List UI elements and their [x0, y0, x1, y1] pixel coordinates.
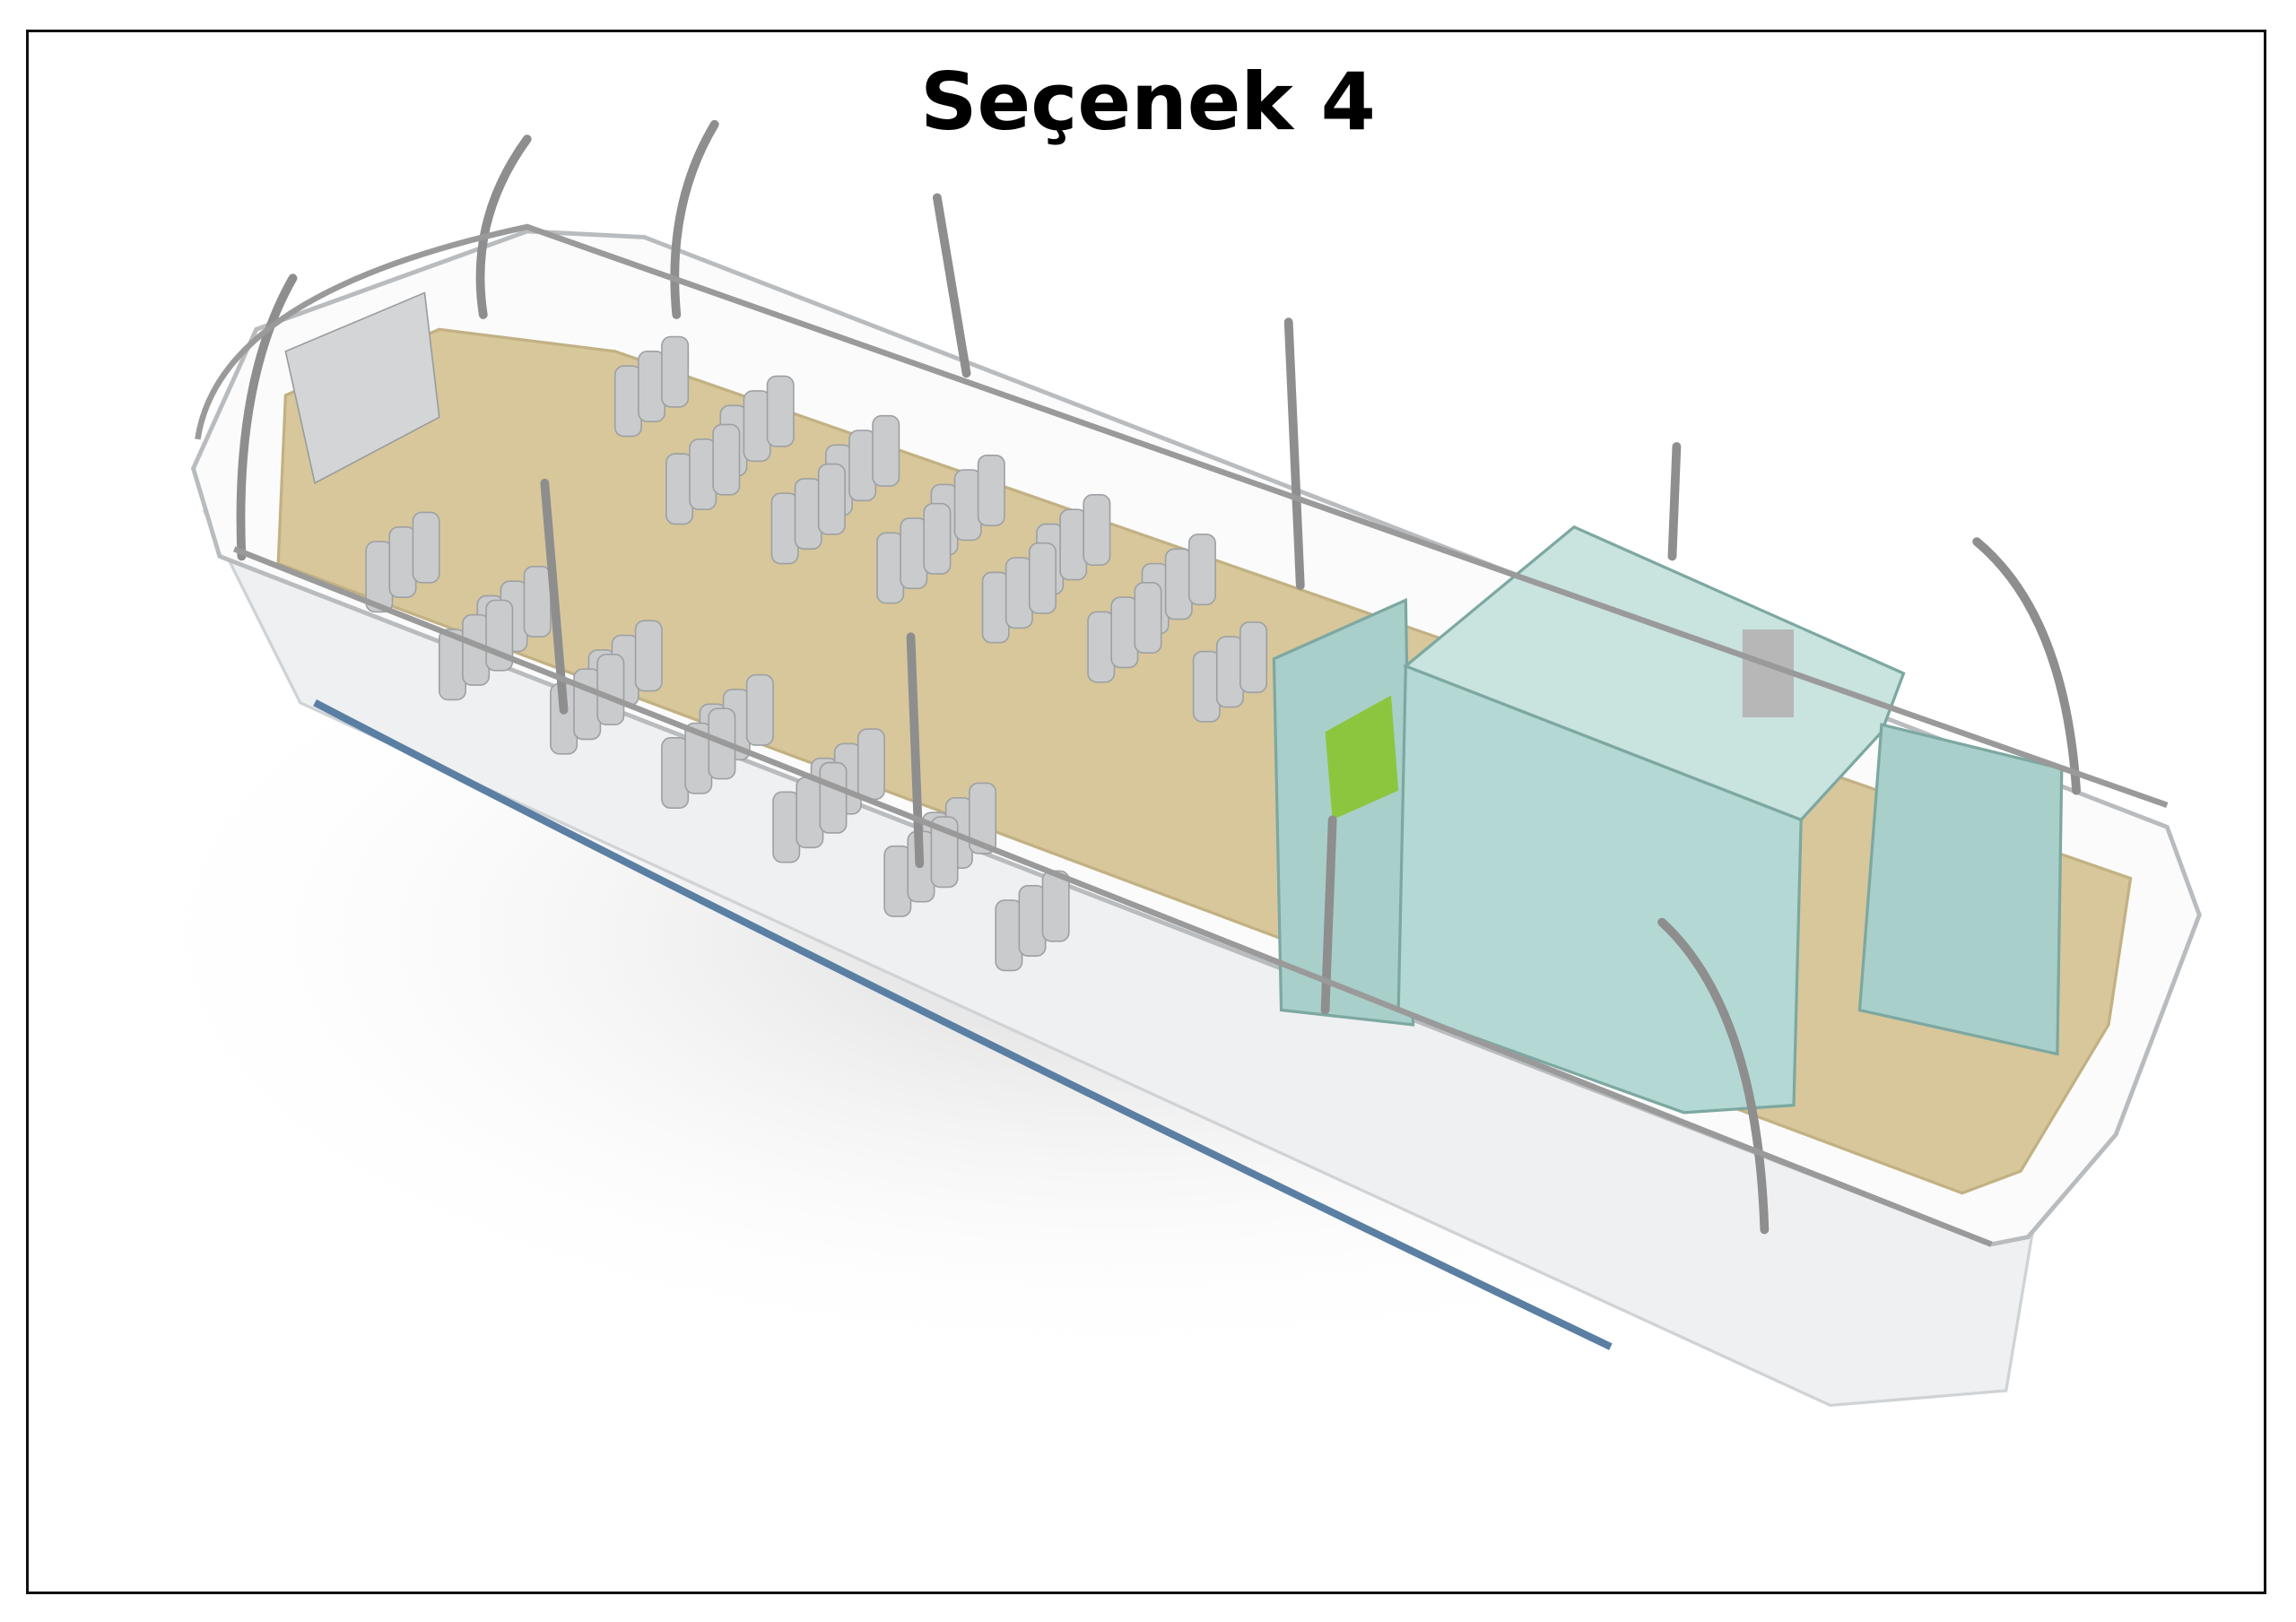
passenger-seat [573, 668, 602, 741]
passenger-seat [743, 390, 771, 463]
passenger-seat [1215, 636, 1244, 708]
passenger-seat [900, 517, 928, 590]
passenger-seat [883, 845, 912, 917]
passenger-seat [977, 454, 1005, 526]
passenger-seat [634, 620, 663, 692]
passenger-seat [796, 776, 824, 849]
passenger-seat [596, 653, 625, 725]
passenger-seat [876, 532, 905, 604]
passenger-seat [772, 791, 801, 863]
passenger-seat [661, 335, 690, 408]
passenger-seat [1004, 557, 1033, 629]
passenger-seat [1187, 533, 1216, 606]
passenger-seat [819, 761, 848, 834]
passenger-seat [923, 502, 952, 575]
passenger-seat [969, 782, 997, 854]
passenger-seat [770, 492, 799, 565]
passenger-seat [848, 429, 877, 502]
passenger-seat [1028, 542, 1057, 614]
passenger-seat [1041, 870, 1070, 942]
page-title: Seçenek 4 [920, 56, 1376, 148]
passenger-seat [1018, 884, 1047, 957]
passenger-seat [638, 351, 666, 423]
passenger-seat [1134, 581, 1162, 654]
passenger-seat [995, 899, 1023, 972]
passenger-seat [745, 673, 774, 746]
cabin-wall-side [1403, 525, 1906, 822]
passenger-seat [1059, 508, 1088, 581]
passenger-seat [1239, 621, 1268, 694]
passenger-seat [857, 728, 885, 801]
passenger-seat [953, 469, 982, 542]
page-frame [26, 30, 2266, 1594]
cabin-door [1857, 723, 2064, 1056]
passenger-seat [689, 438, 718, 510]
railing-posts [236, 119, 2081, 1235]
passenger-seat [661, 737, 690, 810]
passenger-seat [1083, 494, 1111, 567]
passenger-seat [817, 463, 846, 535]
helm-seat [1325, 695, 1399, 820]
passenger-seat [665, 453, 694, 525]
passenger-seat [1192, 650, 1221, 723]
passenger-seat [794, 478, 822, 551]
passenger-seat [613, 365, 642, 438]
passenger-seat [1087, 611, 1116, 683]
passenger-seat [412, 511, 440, 584]
passenger-seat [388, 525, 417, 598]
passenger-seat [523, 566, 552, 638]
passenger-seat [712, 423, 741, 496]
passenger-seat [872, 414, 900, 487]
passenger-seat [766, 375, 795, 447]
passenger-seat [1110, 596, 1139, 669]
aft-bulkhead [284, 291, 440, 485]
hull-stripe [313, 699, 1613, 1350]
passenger-seat [1164, 548, 1193, 620]
handrail [195, 223, 2169, 1247]
passenger-seat [981, 571, 1010, 644]
